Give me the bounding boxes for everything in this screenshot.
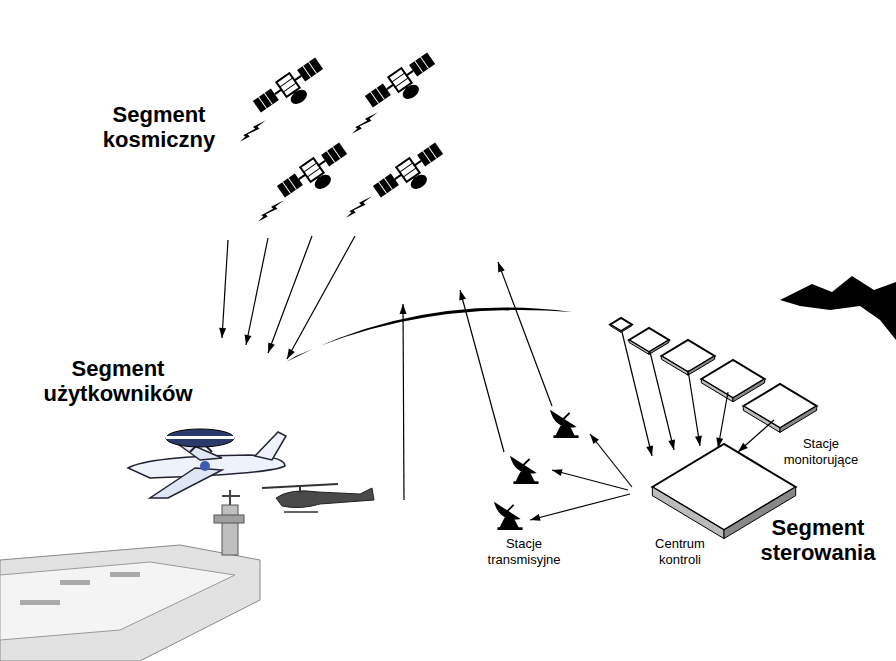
signal-arrow [400,262,552,500]
segment-circle: Segment użytkowników [0,350,340,661]
signal-arrow [530,434,632,521]
signal-arrow [219,236,355,359]
segment-heading: Segment kosmiczny [74,102,244,153]
segment-heading: Segment sterowania [744,515,892,566]
signal-arrow [622,332,774,456]
station-label-text: Stacje monitorujące [776,436,866,467]
segment-heading: Segment użytkowników [2,356,234,407]
station-label: Stacje transmisyjne [482,536,566,572]
segment-circle: Segment sterowania Stacje transmisyjne Cen… [478,308,896,661]
segment-circle: Segment kosmiczny [60,0,492,292]
station-label: Centrum kontroli [642,536,718,572]
station-label-text: Centrum kontroli [642,536,718,567]
station-label-text: Stacje transmisyjne [482,536,566,567]
station-label: Stacje monitorujące [776,436,866,472]
circle-outline [478,308,896,661]
